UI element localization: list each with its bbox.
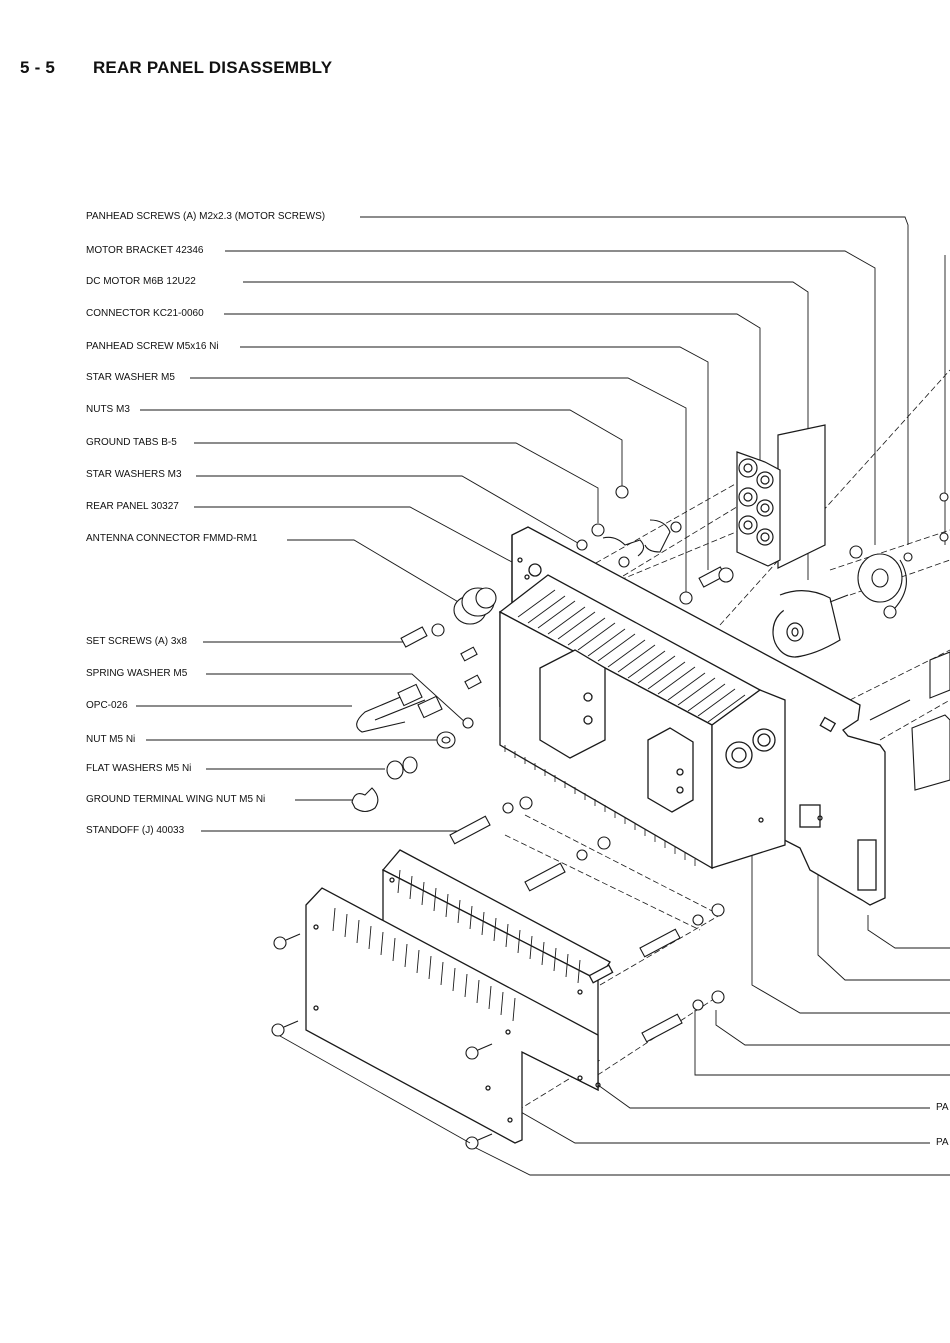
- label-set-screws: SET SCREWS (A) 3x8: [86, 636, 189, 648]
- dc-motor: [772, 590, 841, 658]
- left-hardware: [351, 587, 497, 813]
- section-number: 5 - 5: [20, 58, 56, 77]
- label-ground-terminal-wing-nut: GROUND TERMINAL WING NUT M5 Ni: [86, 794, 268, 806]
- standoffs: [449, 796, 725, 1043]
- label-nut-m5: NUT M5 Ni: [86, 734, 138, 746]
- label-dc-motor: DC MOTOR M6B 12U22: [86, 276, 198, 288]
- cover-screws: [271, 933, 493, 1150]
- section-heading: 5 - 5 REAR PANEL DISASSEMBLY: [20, 58, 332, 78]
- label-rear-panel: REAR PANEL 30327: [86, 501, 181, 513]
- label-nuts-m3: NUTS M3: [86, 404, 132, 416]
- motor-bracket: [829, 545, 907, 619]
- label-connector: CONNECTOR KC21-0060: [86, 308, 206, 320]
- label-panhead-screws-motor: PANHEAD SCREWS (A) M2x2.3 (MOTOR SCREWS): [86, 211, 328, 223]
- label-ground-tabs: GROUND TABS B-5: [86, 437, 179, 449]
- label-standoff: STANDOFF (J) 40033: [86, 825, 187, 837]
- label-right-cut-1: PA: [936, 1102, 949, 1113]
- label-panhead-screw-m5: PANHEAD SCREW M5x16 Ni: [86, 341, 221, 353]
- label-right-cut-2: PA: [936, 1137, 949, 1148]
- label-star-washers-m3: STAR WASHERS M3: [86, 469, 184, 481]
- label-spring-washer: SPRING WASHER M5: [86, 668, 190, 680]
- label-flat-washers: FLAT WASHERS M5 Ni: [86, 763, 194, 775]
- rear-panel: [498, 526, 886, 906]
- label-star-washer-m5: STAR WASHER M5: [86, 372, 177, 384]
- case-cover: [305, 849, 614, 1144]
- connector-block: [736, 424, 826, 569]
- hardware-parts: [576, 485, 949, 605]
- right-edge-parts: [869, 651, 950, 791]
- section-title: REAR PANEL DISASSEMBLY: [92, 58, 333, 77]
- leader-lines: [136, 216, 950, 1176]
- label-motor-bracket: MOTOR BRACKET 42346: [86, 245, 206, 257]
- label-opc-026: OPC-026: [86, 700, 130, 712]
- label-antenna-connector: ANTENNA CONNECTOR FMMD-RM1: [86, 533, 260, 545]
